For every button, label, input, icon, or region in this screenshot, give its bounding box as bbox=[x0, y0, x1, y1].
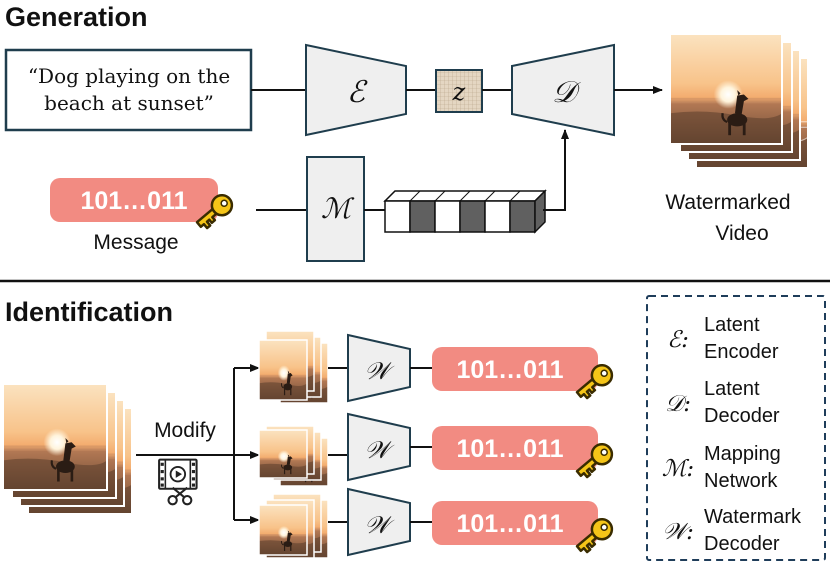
legend-label-line-2: Encoder bbox=[704, 341, 779, 363]
mapping-symbol: ℳ bbox=[321, 192, 355, 225]
legend-label-line-2: Network bbox=[704, 470, 778, 492]
legend-label-line-1: Latent bbox=[704, 314, 760, 336]
vector-side-face bbox=[534, 189, 546, 234]
prompt-line-1: “Dog playing on the bbox=[28, 64, 230, 88]
generation-title: Generation bbox=[5, 2, 148, 32]
vector-edge bbox=[434, 190, 446, 202]
prompt-box bbox=[4, 48, 253, 132]
legend-label-line-2: Decoder bbox=[704, 405, 780, 427]
legend-symbol: ℰ: bbox=[667, 327, 689, 353]
message-vector bbox=[383, 189, 547, 234]
legend-label-line-2: Decoder bbox=[704, 533, 780, 555]
decoded-bits-3: 101…011 bbox=[456, 510, 563, 538]
message-label: Message bbox=[93, 231, 178, 254]
watermark-decoder-block-1 bbox=[347, 333, 411, 403]
legend-label-line-1: Mapping bbox=[704, 443, 781, 465]
message-bits-pill bbox=[50, 178, 218, 222]
vector-edge bbox=[509, 190, 521, 202]
legend-label-line-1: Latent bbox=[704, 378, 760, 400]
modify-label: Modify bbox=[154, 419, 216, 442]
output-label-line-1: Watermarked bbox=[665, 191, 790, 214]
watermarked-video-stack bbox=[669, 33, 809, 169]
latent-z-block bbox=[435, 69, 483, 113]
decoded-bits-pill-3 bbox=[432, 501, 598, 545]
decoded-bits-1: 101…011 bbox=[456, 356, 563, 384]
encoder-symbol: ℰ bbox=[347, 75, 368, 110]
decoded-bits-pill-2 bbox=[432, 426, 598, 470]
legend-symbol: 𝒟: bbox=[665, 391, 691, 417]
vector-to-decoder-arrow bbox=[543, 129, 569, 211]
modified-video-stack-2 bbox=[258, 425, 329, 487]
vector-edge bbox=[409, 190, 421, 202]
decoded-bits-pill-1 bbox=[432, 347, 598, 391]
vector-edge bbox=[484, 190, 496, 202]
vector-edge bbox=[384, 190, 396, 202]
output-label-line-2: Video bbox=[715, 222, 768, 245]
watermark-decoder-block-3 bbox=[347, 487, 411, 557]
watermark-decoder-block-2 bbox=[347, 412, 411, 482]
legend-label-line-1: Watermark bbox=[704, 506, 802, 528]
latent-decoder-block bbox=[511, 43, 615, 137]
modified-video-stack-3 bbox=[258, 493, 329, 559]
mapping-network-block bbox=[306, 156, 365, 262]
modified-video-stack-1 bbox=[258, 330, 329, 404]
vector-cell bbox=[384, 200, 411, 233]
identification-title: Identification bbox=[5, 297, 173, 327]
legend-symbol: 𝒲: bbox=[662, 519, 694, 545]
message-bits: 101…011 bbox=[80, 187, 187, 215]
legend-symbol: ℳ: bbox=[662, 456, 694, 482]
vector-cell bbox=[409, 200, 436, 233]
latent-encoder-block bbox=[305, 43, 407, 137]
decoded-bits-2: 101…011 bbox=[456, 435, 563, 463]
vector-cell bbox=[509, 200, 536, 233]
vector-cell bbox=[434, 200, 461, 233]
legend-items: ℰ:LatentEncoder𝒟:LatentDecoderℳ:MappingN… bbox=[662, 314, 802, 555]
vector-cell bbox=[459, 200, 486, 233]
vector-cell bbox=[484, 200, 511, 233]
vector-edge bbox=[459, 190, 471, 202]
legend-box bbox=[646, 295, 826, 561]
prompt-line-2: beach at sunset” bbox=[44, 91, 214, 115]
latent-symbol: z bbox=[452, 78, 466, 106]
input-video-stack bbox=[2, 383, 133, 515]
video-edit-icon bbox=[158, 458, 198, 506]
